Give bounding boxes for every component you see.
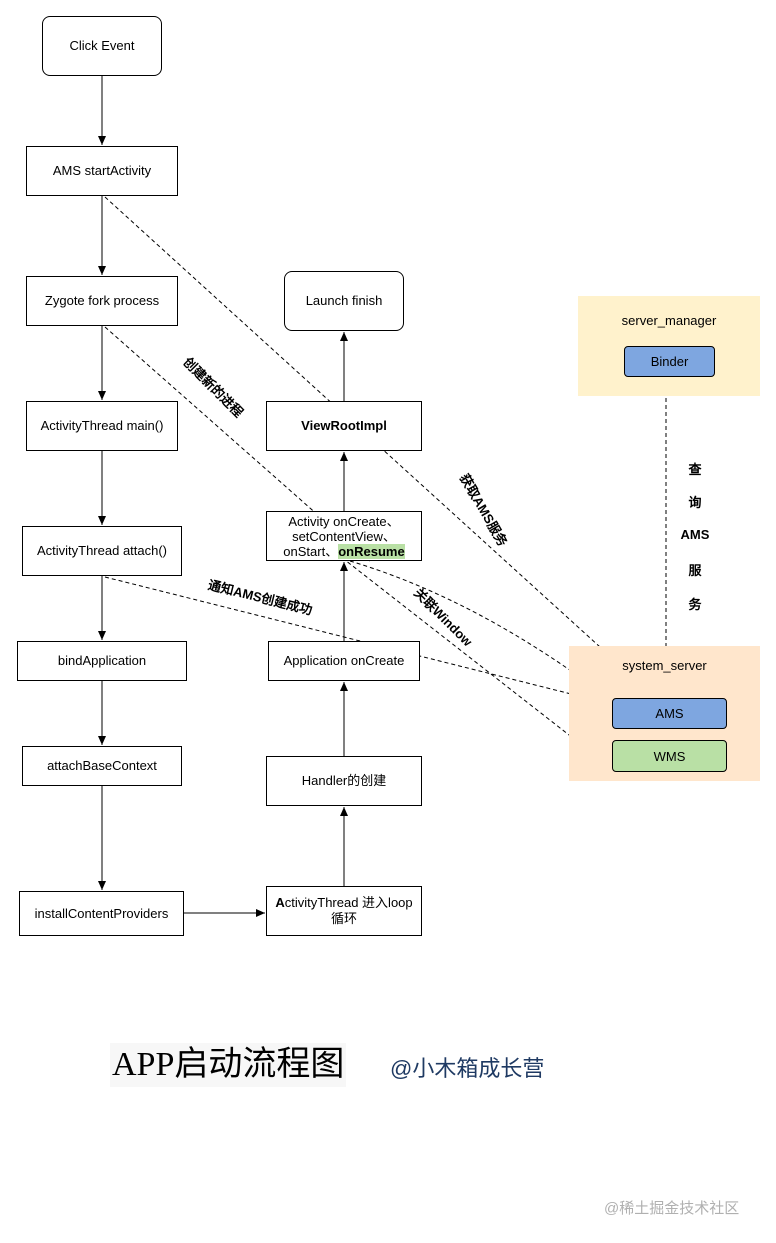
query-label-5: 务 <box>688 597 702 612</box>
ams-start-activity-label: AMS startActivity <box>52 163 152 178</box>
binder-node[interactable]: Binder <box>624 346 715 377</box>
click-event-label: Click Event <box>69 38 135 53</box>
system-server-title: system_server <box>622 658 707 673</box>
lifecycle-on-resume: onResume <box>338 543 405 559</box>
activity-thread-loop-line1-rest: ctivityThread 进入loop <box>284 895 413 910</box>
attach-base-context-label: attachBaseContext <box>47 758 157 773</box>
lifecycle-line3: onStart、onResume <box>283 543 405 559</box>
bind-application-label: bindApplication <box>57 653 147 668</box>
edge-wms-to-lifecycle <box>344 559 611 768</box>
activity-thread-main-label: ActivityThread main() <box>40 418 164 433</box>
activity-thread-loop-bold-letter: A <box>275 895 285 910</box>
server-manager-group: server_manager Binder <box>578 296 760 396</box>
install-content-providers-label: installContentProviders <box>34 905 169 921</box>
install-content-providers-node[interactable]: installContentProviders <box>19 891 184 936</box>
bind-application-node[interactable]: bindApplication <box>17 641 187 681</box>
query-label-1: 查 <box>688 462 702 477</box>
edge-attach-to-ams <box>104 576 612 706</box>
diagram-title: APP启动流程图 <box>110 1043 347 1087</box>
server-manager-title: server_manager <box>621 313 717 328</box>
handler-create-label: Handler的创建 <box>301 773 387 788</box>
zygote-fork-node[interactable]: Zygote fork process <box>26 276 178 326</box>
lifecycle-on-start: onStart、 <box>283 543 339 559</box>
ams-label: AMS <box>655 706 684 721</box>
launch-finish-node[interactable]: Launch finish <box>284 271 404 331</box>
query-label-4: 服 <box>688 563 702 578</box>
query-label-3: AMS <box>680 527 710 542</box>
binder-label: Binder <box>650 354 689 369</box>
view-root-impl-label: ViewRootImpl <box>301 418 387 433</box>
ams-node[interactable]: AMS <box>612 698 727 729</box>
query-label-2: 询 <box>688 495 702 510</box>
ams-start-activity-node[interactable]: AMS startActivity <box>26 146 178 196</box>
launch-finish-label: Launch finish <box>305 293 383 308</box>
activity-thread-main-node[interactable]: ActivityThread main() <box>26 401 178 451</box>
lifecycle-line2: setContentView、 <box>292 528 396 544</box>
zygote-fork-label: Zygote fork process <box>44 293 160 308</box>
activity-thread-loop-node[interactable]: ActivityThread 进入loop 循环 <box>266 886 422 936</box>
activity-thread-attach-label: ActivityThread attach() <box>36 543 168 558</box>
attach-base-context-node[interactable]: attachBaseContext <box>22 746 182 786</box>
handler-create-node[interactable]: Handler的创建 <box>266 756 422 806</box>
system-server-group: system_server AMS WMS <box>569 646 760 781</box>
lifecycle-line1: Activity onCreate、 <box>288 513 400 529</box>
application-on-create-node[interactable]: Application onCreate <box>268 641 420 681</box>
lifecycle-node[interactable]: Activity onCreate、 setContentView、 onSta… <box>266 511 422 561</box>
author-credit: @小木箱成长营 <box>390 1056 545 1081</box>
application-on-create-label: Application onCreate <box>283 653 405 668</box>
wms-node[interactable]: WMS <box>612 740 727 772</box>
activity-thread-loop-line1: ActivityThread 进入loop <box>275 895 412 911</box>
activity-thread-attach-node[interactable]: ActivityThread attach() <box>22 526 182 576</box>
view-root-impl-node[interactable]: ViewRootImpl <box>266 401 422 451</box>
click-event-node[interactable]: Click Event <box>42 16 162 76</box>
activity-thread-loop-line2: 循环 <box>330 911 357 926</box>
watermark: @稀土掘金技术社区 <box>604 1200 740 1217</box>
wms-label: WMS <box>653 748 686 764</box>
